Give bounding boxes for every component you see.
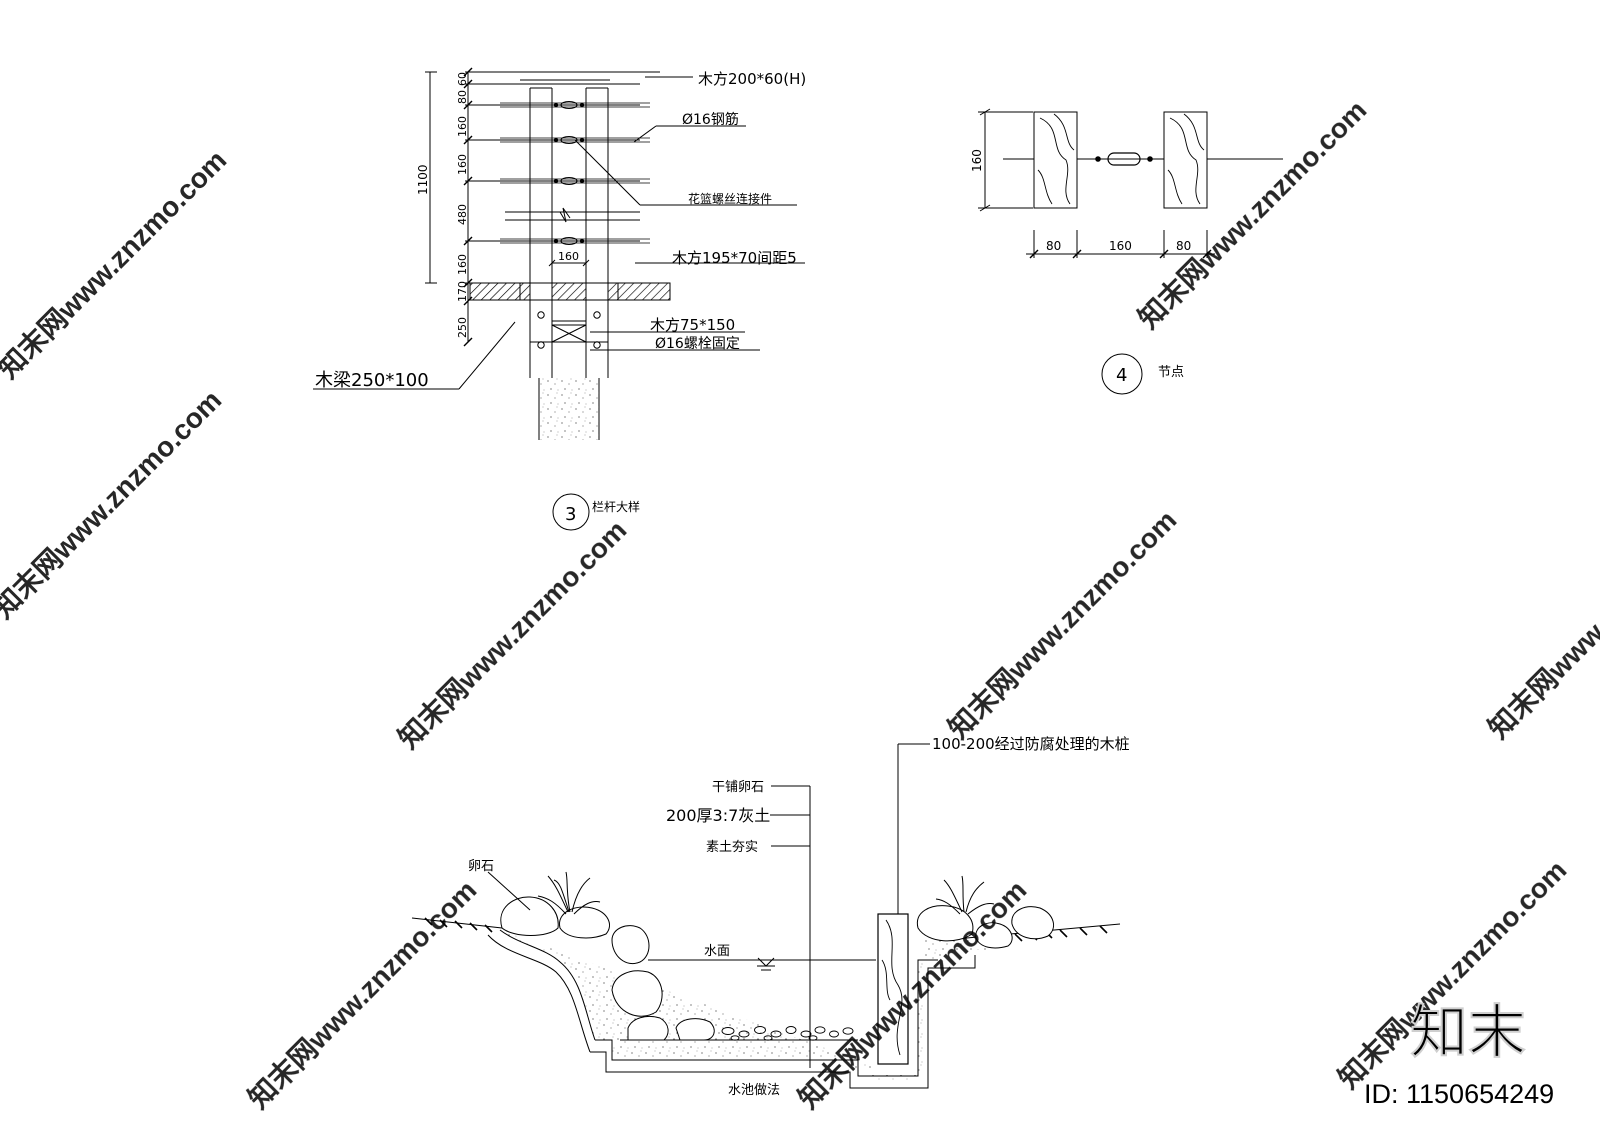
node-detail [978, 108, 1283, 395]
image-id: ID: 1150654249 [1364, 1079, 1554, 1109]
label-post-timber: 木方75*150 [650, 316, 735, 334]
node-title-number: 4 [1116, 365, 1127, 386]
label-bolt: Ø16螺栓固定 [655, 336, 740, 352]
dim-total: 1100 [416, 164, 430, 195]
railing-title-circle [552, 493, 590, 531]
label-turnbuckle: 花篮螺丝连接件 [688, 191, 772, 206]
node-title-circle [1101, 353, 1143, 395]
brand-logo-text: 知末 [1410, 1000, 1526, 1065]
label-soil: 素土夯实 [706, 840, 758, 855]
node-dim-left: 80 [1046, 239, 1061, 253]
node-dim-mid: 160 [1109, 239, 1132, 253]
dim-170: 170 [456, 281, 469, 302]
node-dim-right: 80 [1176, 239, 1191, 253]
label-top-timber: 木方200*60(H) [698, 70, 806, 88]
label-pile: 100-200经过防腐处理的木桩 [932, 735, 1130, 753]
watermark-text: 知末网www.znzmo.com [242, 873, 483, 1114]
dim-160b: 160 [456, 154, 469, 175]
label-rebar: Ø16钢筋 [682, 111, 739, 128]
dim-60: 60 [456, 72, 469, 86]
watermark-text: 知末网www.znzmo.com [942, 503, 1183, 744]
grass-icon [935, 875, 995, 915]
watermark-layer: 知末网www.znzmo.com 知末网www.znzmo.com 知末网www… [0, 93, 1600, 1114]
pond-title: 水池做法 [728, 1083, 780, 1098]
dim-160a: 160 [456, 116, 469, 137]
dim-width: 160 [558, 250, 579, 263]
railing-detail [313, 67, 805, 531]
railing-title: 栏杆大样 [592, 499, 640, 514]
railing-text: 木方200*60(H) Ø16钢筋 花篮螺丝连接件 木方195*70间距5 木方… [315, 70, 806, 525]
watermark-text: 知末网www.znzmo.com [0, 143, 232, 384]
watermark-text: 知末网www.znzmo.com [392, 513, 633, 754]
label-deck-timber: 木方195*70间距5 [672, 249, 797, 267]
dim-480: 480 [456, 204, 469, 225]
grass-icon [537, 871, 601, 915]
watermark-text: 知末网www.znzmo.com [0, 383, 227, 624]
label-lime: 200厚3:7灰土 [666, 806, 770, 825]
label-gravel: 干铺卵石 [712, 780, 764, 795]
railing-title-number: 3 [565, 504, 576, 525]
dim-250: 250 [456, 317, 469, 338]
label-beam: 木梁250*100 [315, 370, 429, 391]
node-title: 节点 [1158, 365, 1184, 380]
dim-80: 80 [456, 90, 469, 104]
node-text: 160 80 160 80 4 节点 [970, 149, 1191, 386]
dim-160c: 160 [456, 254, 469, 275]
pond-text: 100-200经过防腐处理的木桩 干铺卵石 200厚3:7灰土 素土夯实 卵石 … [468, 735, 1130, 1098]
label-water: 水面 [704, 944, 730, 959]
watermark-text: 知末网www.znzmo.com [1482, 503, 1600, 744]
turnbuckle-icon [553, 100, 585, 246]
label-pebble: 卵石 [468, 859, 494, 874]
node-dim-height: 160 [970, 149, 984, 172]
brand-watermark: 知末 ID: 1150654249 [1364, 999, 1554, 1109]
pond-section [411, 743, 1121, 1089]
